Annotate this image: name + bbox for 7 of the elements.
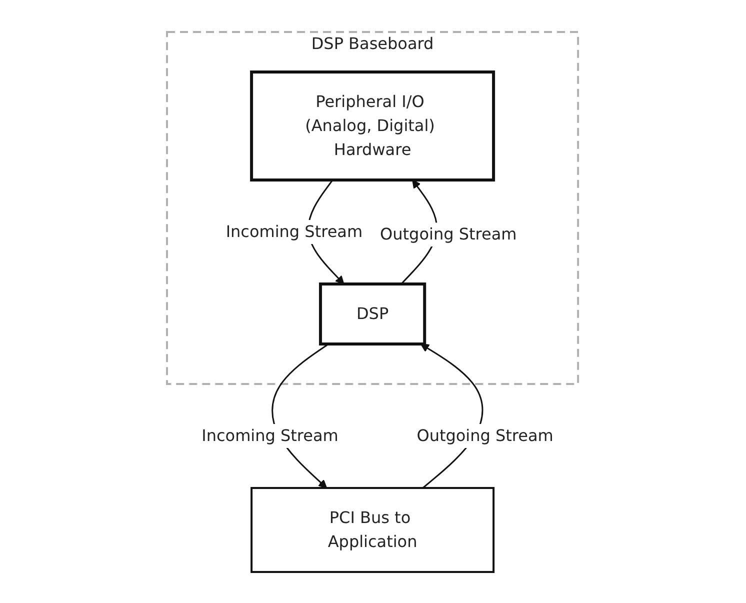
edge-label: Incoming Stream — [202, 425, 339, 444]
edge-label: Outgoing Stream — [417, 425, 554, 444]
edge-label: Outgoing Stream — [380, 224, 518, 244]
node-box: DSP — [319, 282, 427, 345]
edge-label: Incoming Stream — [226, 221, 364, 240]
node-box: PCI Bus to Application — [251, 486, 495, 572]
node-box: Peripheral I/O (Analog, Digital) Hardware — [250, 70, 496, 181]
